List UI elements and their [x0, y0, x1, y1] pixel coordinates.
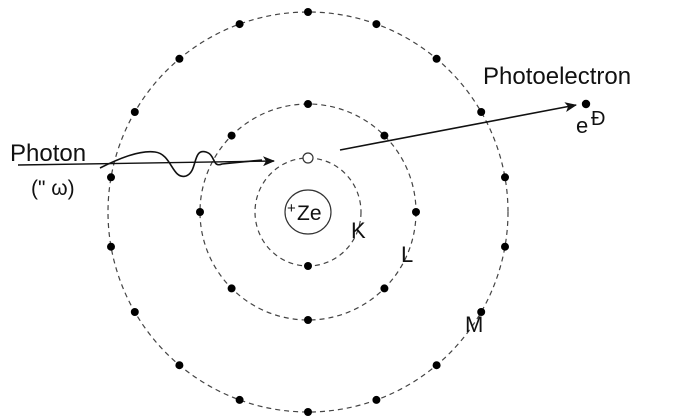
- electron-m-shell: [175, 361, 184, 370]
- m-shell-orbit: [107, 11, 509, 413]
- electron-symbol: e: [576, 113, 588, 138]
- electron-m-shell: [130, 108, 139, 116]
- electron-l-shell: [227, 131, 236, 140]
- photon-wave: [99, 150, 263, 177]
- l-shell-label: L: [401, 242, 413, 267]
- k-shell-label: K: [351, 218, 366, 243]
- photoelectron-label: Photoelectron: [483, 63, 631, 90]
- electron-m-shell: [107, 173, 115, 182]
- electron-l-shell: [304, 316, 312, 324]
- electron-l-shell: [227, 284, 236, 293]
- k-shell-vacancy: [302, 152, 314, 164]
- electron-m-shell: [130, 308, 139, 316]
- electron-l-shell: [380, 284, 389, 293]
- photon-energy-label: (" ω): [31, 177, 75, 200]
- photon-label: Photon: [10, 140, 86, 167]
- electron-k-shell: [304, 262, 312, 270]
- nucleus-label: Ze: [297, 202, 322, 225]
- electron-charge-label: Đ: [591, 108, 605, 130]
- electron-group: [107, 8, 509, 416]
- electron-m-shell: [304, 408, 312, 416]
- electron-m-shell: [501, 242, 509, 251]
- electron-m-shell: [175, 54, 184, 63]
- electron-l-shell: [380, 131, 389, 140]
- m-shell-label: M: [465, 312, 483, 337]
- photoelectron-arrow: [339, 102, 577, 151]
- electron-m-shell: [107, 242, 115, 251]
- electron-m-shell: [477, 108, 486, 116]
- electron-m-shell: [432, 361, 441, 370]
- electron-m-shell: [235, 395, 244, 404]
- electron-m-shell: [372, 395, 381, 404]
- electron-m-shell: [432, 54, 441, 63]
- nucleus-sign: +: [287, 200, 296, 217]
- electron-m-shell: [372, 20, 381, 29]
- electron-m-shell: [477, 308, 486, 316]
- electron-m-shell: [501, 173, 509, 182]
- electron-l-shell: [412, 208, 420, 216]
- nucleus-circle: [284, 189, 332, 235]
- photon-arrow: [17, 156, 275, 167]
- electron-m-shell: [304, 8, 312, 16]
- photoelectron-dot: [581, 99, 591, 109]
- electron-l-shell: [196, 208, 204, 216]
- electron-m-shell: [235, 20, 244, 29]
- electron-l-shell: [304, 100, 312, 108]
